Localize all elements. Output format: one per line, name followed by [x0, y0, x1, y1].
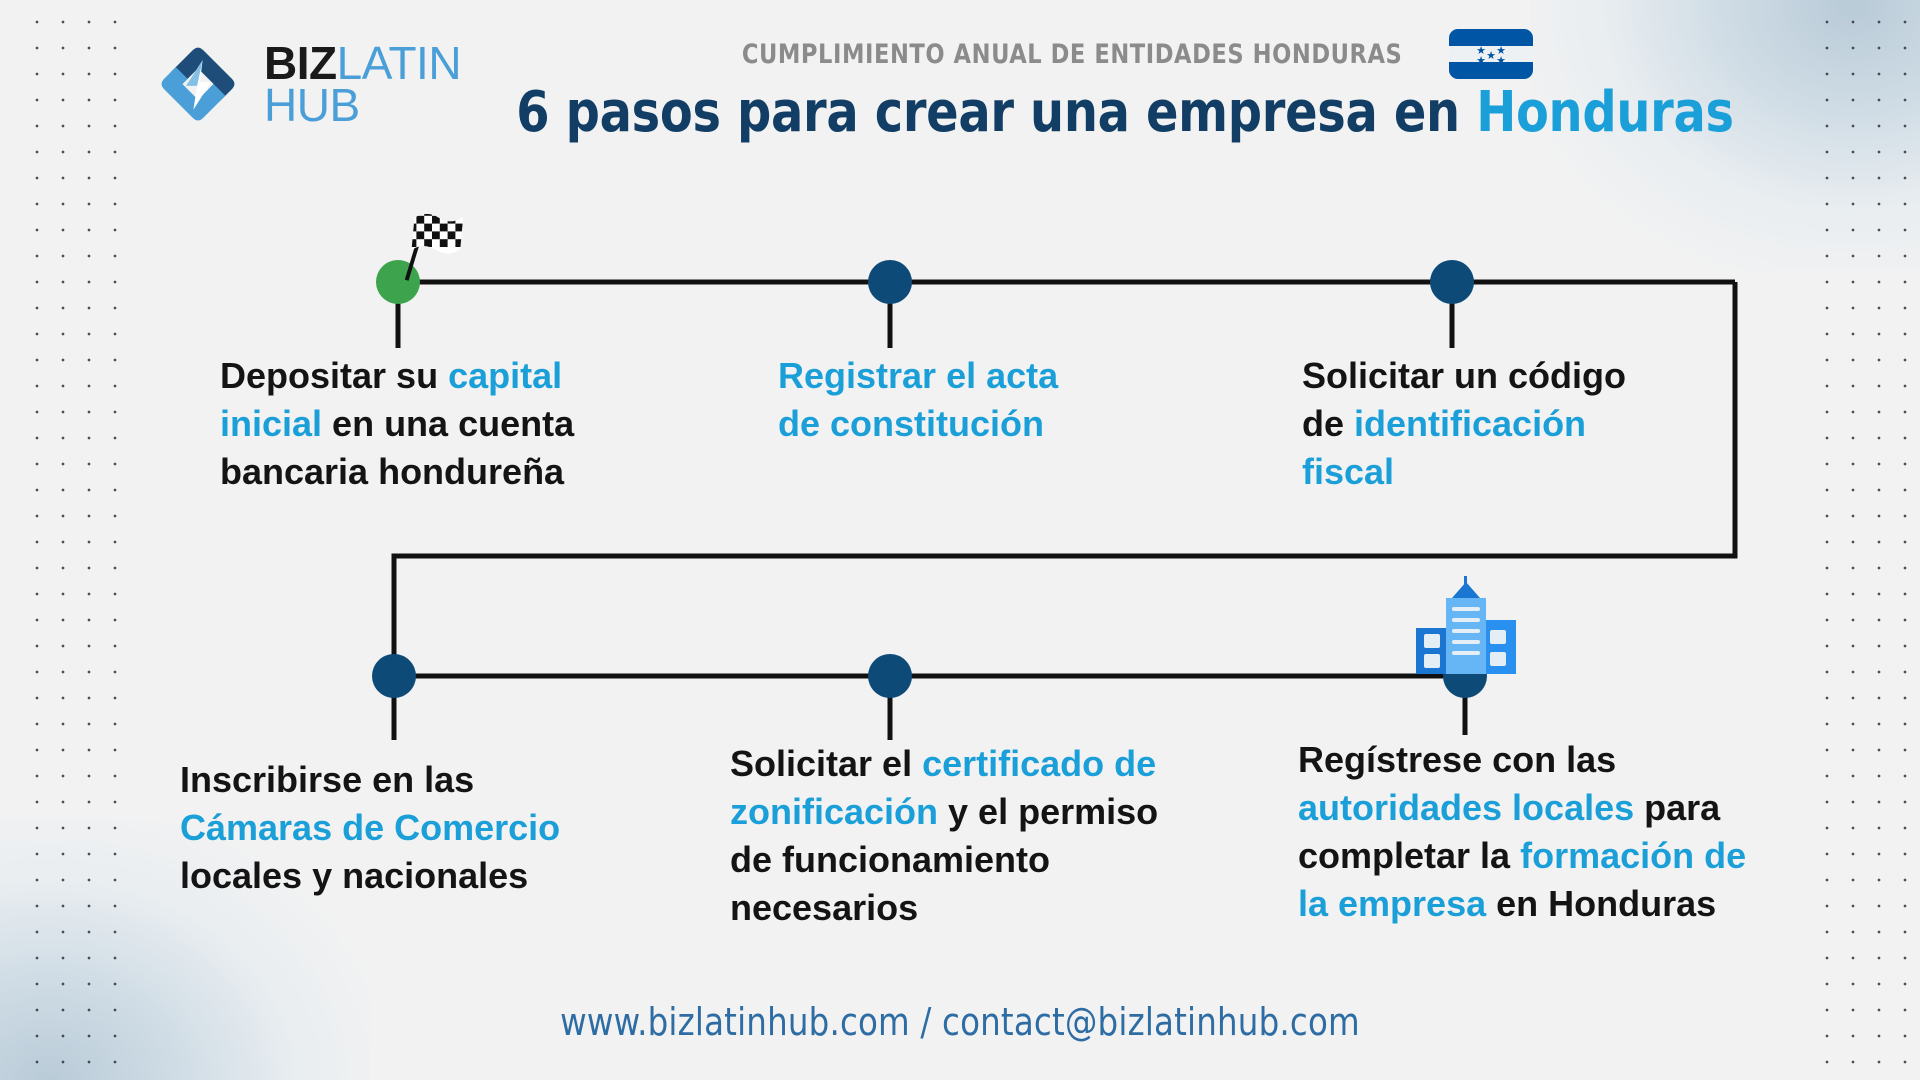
checkered-flag-icon	[392, 208, 472, 286]
timeline-node-3[interactable]	[1430, 260, 1474, 304]
dot-grid-right	[1806, 0, 1910, 1080]
highlighted-text: certificado de zonificación	[730, 743, 1157, 832]
timeline-node-4[interactable]	[372, 654, 416, 698]
plain-text: para completar la	[1298, 786, 1721, 876]
logo-text-biz: BIZ	[264, 36, 337, 89]
step-text-4: Inscribirse en las Cámaras de Comercio l…	[180, 756, 610, 900]
honduras-flag-icon: ★ ★ ★ ★ ★	[1449, 29, 1534, 79]
eyebrow-text: CUMPLIMIENTO ANUAL DE ENTIDADES HONDURAS	[741, 38, 1403, 70]
step-text-6: Regístrese con las autoridades locales p…	[1298, 736, 1748, 928]
highlighted-text: Registrar el acta de constitución	[778, 355, 1059, 444]
logo-text-latin: LATIN	[336, 36, 462, 89]
plain-text: Inscribirse en las	[180, 759, 475, 800]
plain-text: Solicitar el	[730, 743, 923, 784]
highlighted-text: formación de la empresa	[1298, 834, 1747, 924]
logo-text-hub: HUB	[264, 79, 360, 131]
plain-text: y el permiso de funcionamiento necesario…	[730, 790, 1159, 928]
footer-contact[interactable]: www.bizlatinhub.com / contact@bizlatinhu…	[560, 1000, 1360, 1044]
timeline-node-2[interactable]	[868, 260, 912, 304]
highlighted-text: autoridades locales	[1298, 786, 1635, 828]
plain-text: locales y nacionales	[180, 854, 529, 896]
building-icon	[1410, 576, 1520, 676]
eyebrow-row: CUMPLIMIENTO ANUAL DE ENTIDADES HONDURAS…	[480, 29, 1770, 79]
step-text-5: Solicitar el certificado de zonificación…	[730, 740, 1180, 932]
timeline-node-1[interactable]	[376, 260, 420, 304]
page-title: 6 pasos para crear una empresa en Hondur…	[512, 80, 1738, 145]
header: BIZLATIN HUB CUMPLIMIENTO ANUAL DE ENTID…	[0, 0, 1920, 172]
plain-text: Depositar su	[220, 355, 449, 396]
step-text-1: Depositar su capital inicial en una cuen…	[220, 352, 620, 496]
title-block: CUMPLIMIENTO ANUAL DE ENTIDADES HONDURAS…	[480, 29, 1770, 145]
plain-text: en una cuenta bancaria hondureña	[220, 402, 575, 492]
step-text-3: Solicitar un código de identificación fi…	[1302, 352, 1642, 496]
brand-wordmark: BIZLATIN HUB	[264, 40, 462, 131]
plain-text: en Honduras	[1486, 882, 1717, 924]
bizlatinhub-logo-icon	[152, 38, 244, 130]
page-title-highlight: Honduras	[1476, 80, 1734, 145]
dot-grid-left	[16, 0, 120, 1080]
highlighted-text: capital inicial	[220, 355, 563, 444]
highlighted-text: identificación fiscal	[1302, 402, 1587, 492]
timeline-node-5[interactable]	[868, 654, 912, 698]
plain-text: Solicitar un código de	[1302, 355, 1627, 444]
highlighted-text: Cámaras de Comercio	[180, 806, 561, 848]
plain-text: Regístrese con las	[1298, 739, 1617, 780]
step-text-2: Registrar el acta de constitución	[778, 352, 1108, 448]
page-title-main: 6 pasos para crear una empresa en	[516, 80, 1477, 145]
brand-logo[interactable]: BIZLATIN HUB	[152, 38, 462, 131]
